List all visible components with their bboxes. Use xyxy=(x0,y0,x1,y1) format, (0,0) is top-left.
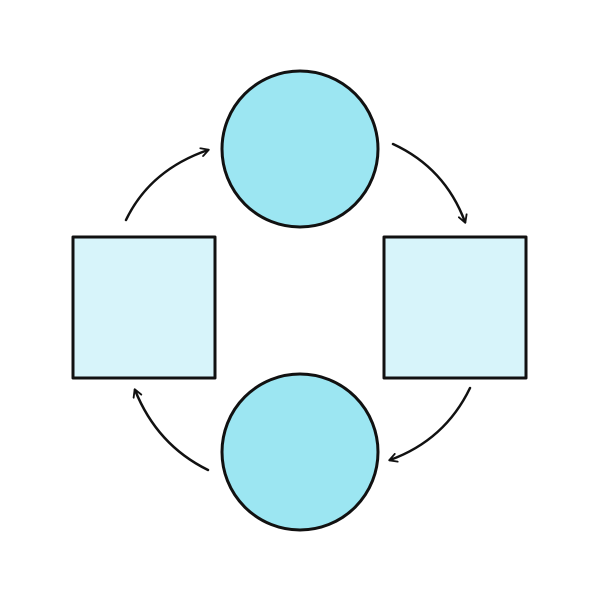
right-square xyxy=(382,235,528,380)
top-circle xyxy=(220,69,380,229)
arrow-top-to-right xyxy=(391,142,465,222)
arrow-bottom-to-left xyxy=(135,390,210,472)
node-right xyxy=(382,235,528,380)
arrow-right-to-bottom xyxy=(390,386,472,460)
node-top xyxy=(220,69,380,229)
left-square xyxy=(71,235,217,380)
bottom-circle xyxy=(220,372,380,532)
arrow-left-to-top xyxy=(124,150,208,222)
node-left xyxy=(71,235,217,380)
node-bottom xyxy=(220,372,380,532)
